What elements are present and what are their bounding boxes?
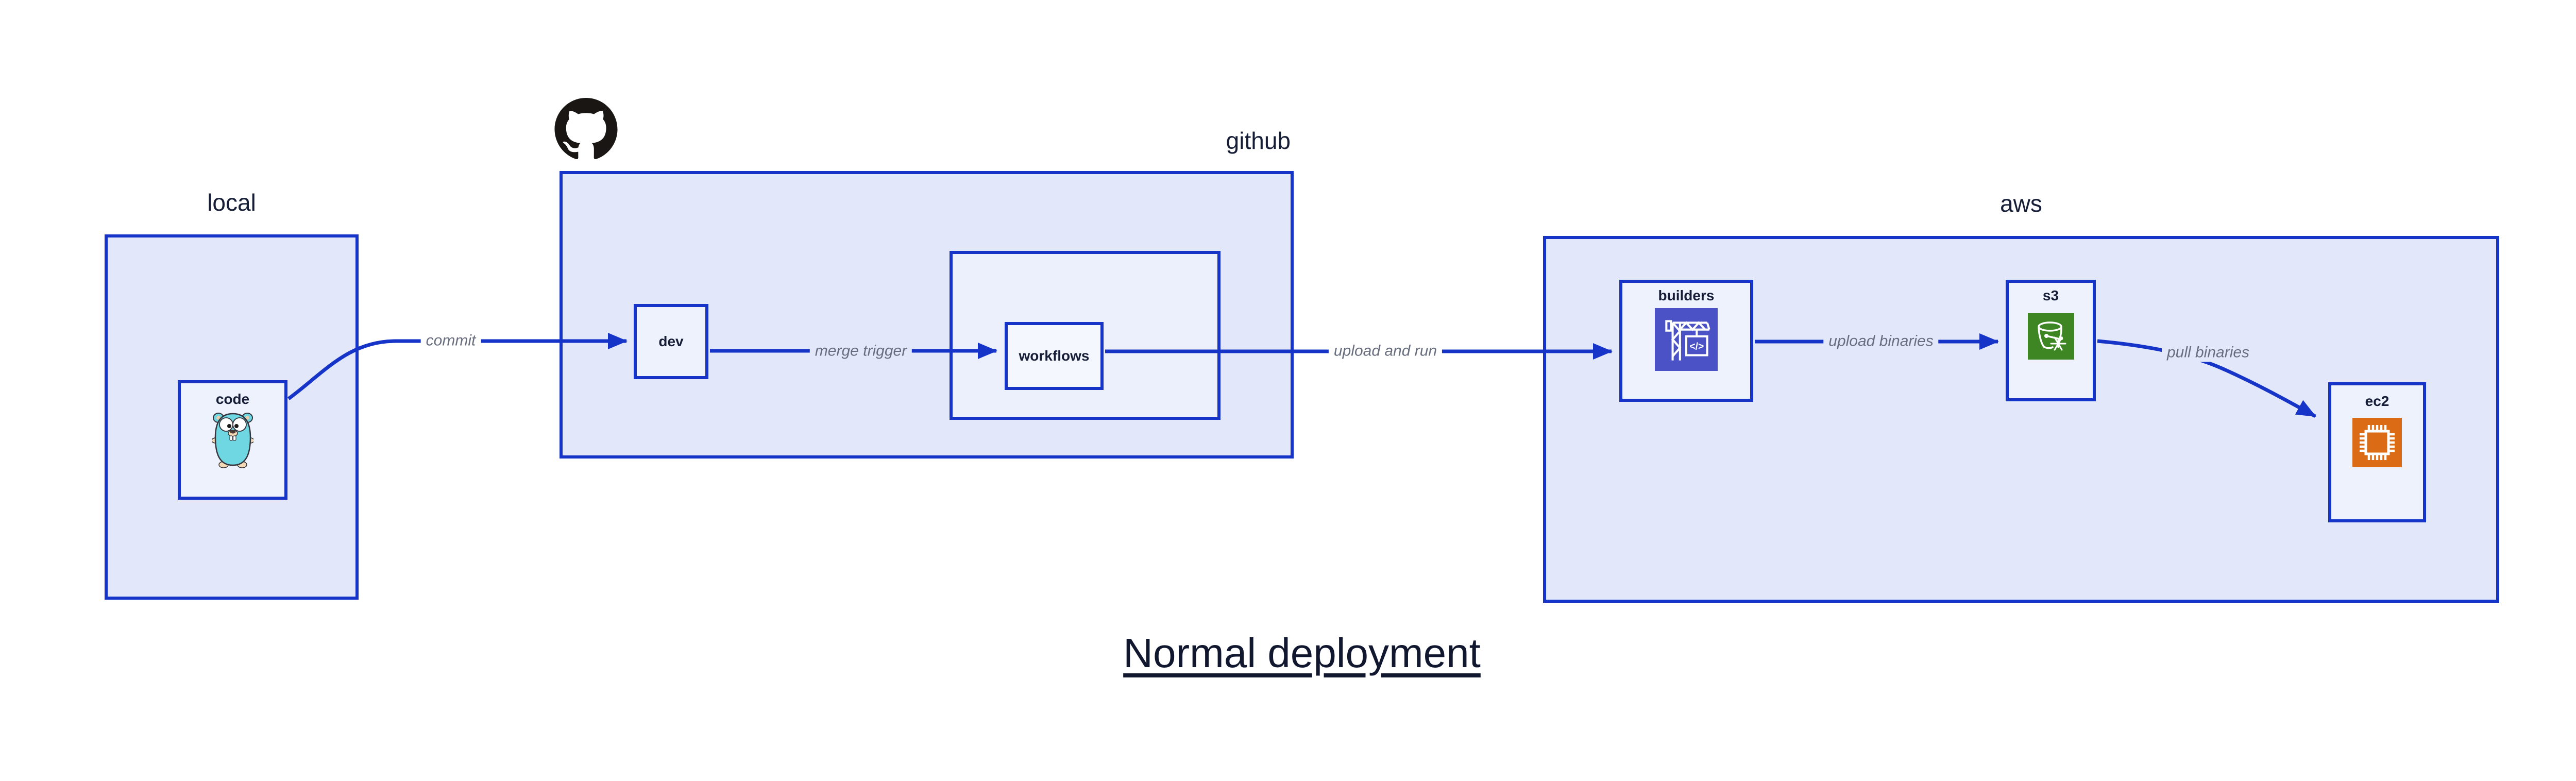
builders-node: builders </> (1619, 280, 1753, 402)
ec2-node-label: ec2 (2365, 393, 2389, 409)
edge-label-pull-binaries: pull binaries (2161, 343, 2255, 362)
code-node: code (178, 380, 287, 500)
code-node-label: code (215, 391, 250, 407)
workflows-node: workflows (1005, 322, 1104, 390)
dev-node-label: dev (658, 333, 684, 349)
dev-node: dev (634, 304, 708, 379)
svg-text:</>: </> (1689, 341, 1704, 352)
edge-label-merge-trigger: merge trigger (809, 341, 912, 361)
edge-label-commit: commit (420, 331, 481, 350)
github-group-label: github (1226, 127, 1291, 154)
cpu-chip-icon (2352, 417, 2402, 467)
aws-group-label: aws (2000, 190, 2042, 217)
s3-bucket-snowflake-icon (2027, 313, 2074, 360)
diagram-title: Normal deployment (1123, 630, 1481, 676)
aws-codebuild-crane-icon: </> (1655, 308, 1718, 371)
octocat-icon (554, 98, 618, 159)
ec2-node: ec2 (2328, 382, 2426, 522)
s3-node: s3 (2006, 280, 2096, 401)
edge-label-upload-binaries: upload binaries (1823, 331, 1939, 351)
s3-node-label: s3 (2042, 287, 2059, 303)
edge-label-upload-and-run: upload and run (1328, 341, 1443, 361)
workflows-node-label: workflows (1019, 347, 1090, 364)
local-group-label: local (207, 189, 256, 216)
builders-node-label: builders (1658, 287, 1715, 303)
go-gopher-icon (212, 412, 253, 468)
